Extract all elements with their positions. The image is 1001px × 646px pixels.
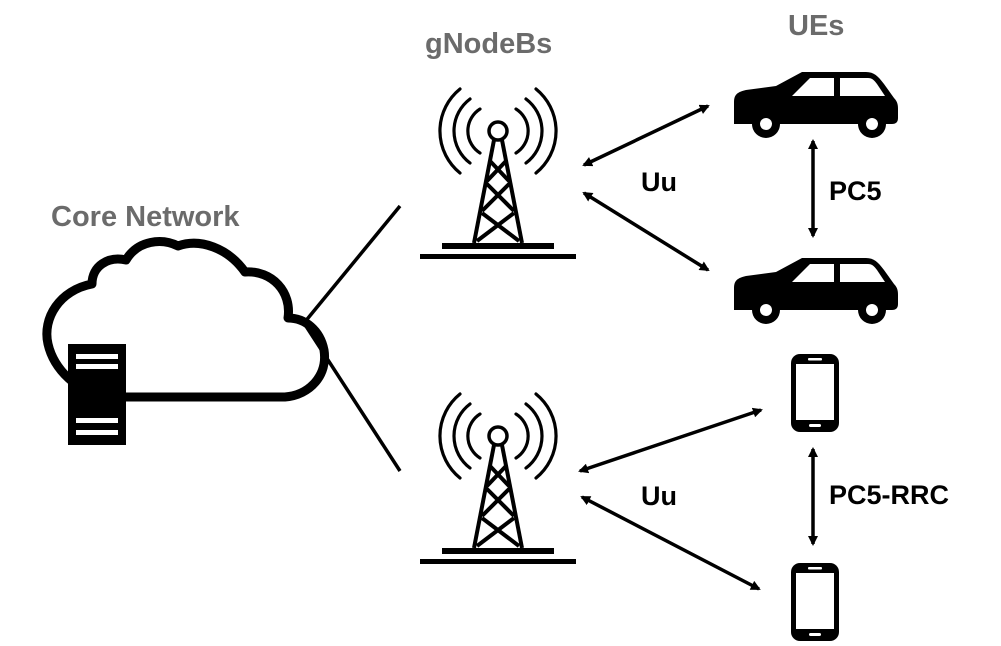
uu-arrow-top-to-car2 <box>582 191 710 272</box>
ues-heading: UEs <box>788 10 845 42</box>
uu-label-top: Uu <box>641 167 677 197</box>
uu-arrow-top-to-car1 <box>582 104 710 167</box>
backhaul-line-bottom <box>302 322 402 472</box>
gnodeb-top-cell-tower-icon <box>418 87 578 261</box>
uu-arrow-bottom-to-phone2 <box>580 495 761 591</box>
ue-phone-bottom-smartphone-icon <box>791 563 839 641</box>
backhaul-links <box>302 204 402 472</box>
ue-car-bottom-car-icon <box>734 258 898 324</box>
server-icon <box>68 344 126 445</box>
gnodeb-bottom-cell-tower-icon <box>418 392 578 566</box>
gnodebs-heading: gNodeBs <box>425 28 553 60</box>
core-network-heading: Core Network <box>51 201 240 233</box>
uu-label-bottom: Uu <box>641 481 677 511</box>
ue-car-top-car-icon <box>734 72 898 138</box>
uu-arrow-bottom-to-phone1 <box>578 407 763 474</box>
ue-phone-top-smartphone-icon <box>791 354 839 432</box>
backhaul-line-top <box>302 204 402 325</box>
pc5-label: PC5 <box>829 176 882 206</box>
pc5-rrc-label: PC5-RRC <box>829 480 950 510</box>
